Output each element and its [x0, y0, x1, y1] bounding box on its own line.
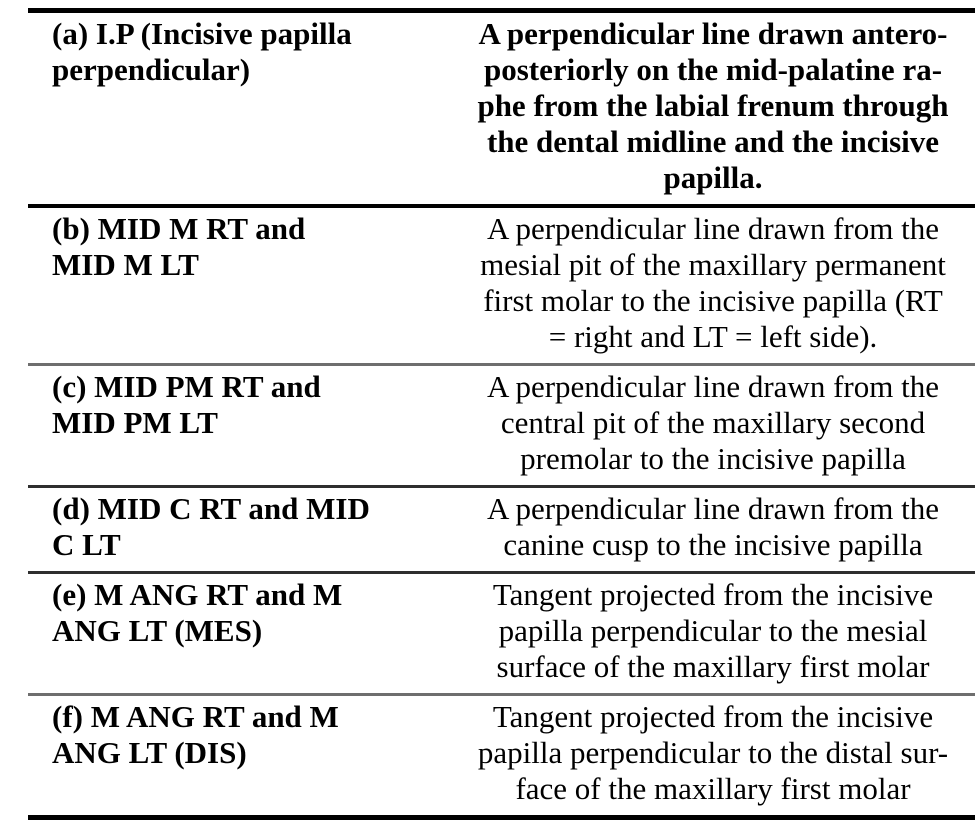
table-row: (b) MID M RT and MID M LT A perpendicula…: [28, 206, 975, 366]
table-row: (d) MID C RT and MID C LT A perpendicula…: [28, 486, 975, 574]
table-row: (e) M ANG RT and M ANG LT (MES) Tangent …: [28, 572, 975, 696]
definition-cell: Tangent projected from the incisive papi…: [477, 699, 949, 806]
table-body: (a) I.P (Incisive papilla perpendicular)…: [28, 10, 975, 818]
term-cell: (d) MID C RT and MID C LT: [28, 486, 451, 574]
table-row: (f) M ANG RT and M ANG LT (DIS) Tangent …: [28, 695, 975, 818]
definition-cell: A perpendicular line drawn antero- poste…: [451, 10, 975, 208]
definition-cell: A perpendicular line drawn from the mesi…: [451, 206, 975, 366]
landmark-definitions-table: (a) I.P (Incisive papilla perpendicular)…: [28, 8, 975, 820]
paper-page: (a) I.P (Incisive papilla perpendicular)…: [28, 8, 975, 820]
term-cell: (a) I.P (Incisive papilla perpendicular): [28, 10, 451, 208]
term-cell: (b) MID M RT and MID M LT: [28, 206, 451, 366]
definition-cell: Tangent projected from the incisive papi…: [451, 572, 975, 696]
term-cell: (c) MID PM RT and MID PM LT: [28, 364, 451, 488]
term-cell: (f) M ANG RT and M ANG LT (DIS): [52, 699, 339, 770]
term-cell: (e) M ANG RT and M ANG LT (MES): [28, 572, 451, 696]
table-row: (a) I.P (Incisive papilla perpendicular)…: [28, 10, 975, 208]
definition-cell: A perpendicular line drawn from the cent…: [451, 364, 975, 488]
definition-cell: A perpendicular line drawn from the cani…: [451, 486, 975, 574]
table-row: (c) MID PM RT and MID PM LT A perpendicu…: [28, 364, 975, 488]
